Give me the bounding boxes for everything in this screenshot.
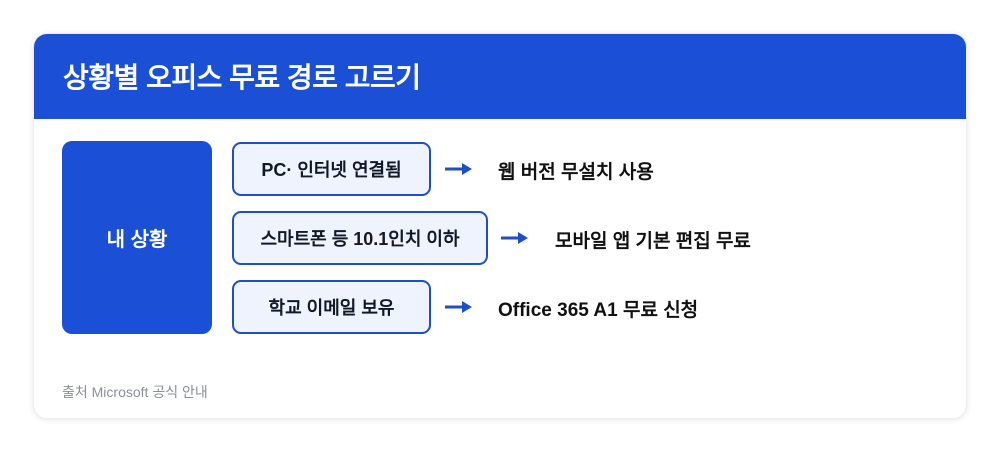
condition-label-2: 스마트폰 등 10.1인치 이하: [260, 229, 460, 249]
condition-node-2: 스마트폰 등 10.1인치 이하: [232, 211, 488, 265]
root-node-label: 내 상황: [106, 229, 168, 251]
condition-label-3: 학교 이메일 보유: [268, 298, 395, 318]
arrow-icon-1: [445, 163, 472, 175]
result-label-3: Office 365 A1 무료 신청: [498, 300, 699, 321]
root-node: 내 상황: [62, 141, 212, 334]
arrow-icon-2: [501, 232, 528, 244]
diagram-title: 상황별 오피스 무료 경로 고르기: [63, 62, 421, 93]
arrow-icon-3: [445, 301, 472, 313]
condition-node-3: 학교 이메일 보유: [232, 280, 431, 334]
condition-node-1: PC· 인터넷 연결됨: [232, 142, 431, 196]
header-bar: 상황별 오피스 무료 경로 고르기: [34, 34, 966, 119]
result-label-2: 모바일 앱 기본 편집 무료: [555, 231, 751, 252]
flow-card: 상황별 오피스 무료 경로 고르기 내 상황 PC· 인터넷 연결됨 웹 버전 …: [33, 33, 967, 419]
result-label-1: 웹 버전 무설치 사용: [498, 162, 654, 183]
source-note: 출처 Microsoft 공식 안내: [62, 384, 208, 400]
condition-label-1: PC· 인터넷 연결됨: [261, 160, 402, 180]
